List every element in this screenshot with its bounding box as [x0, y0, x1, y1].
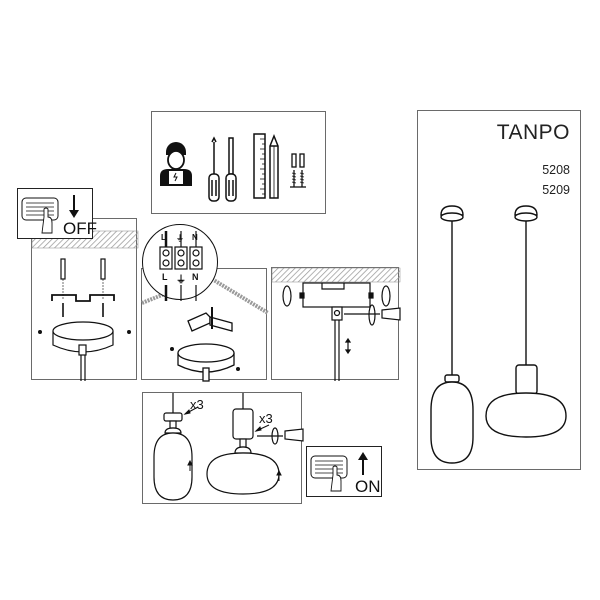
ruler-icon — [253, 133, 266, 199]
product-code-2: 5209 — [542, 183, 570, 197]
flathead-screwdriver-icon — [208, 136, 220, 202]
breaker-panel-icon — [21, 197, 59, 234]
pendant-lamps-illustration — [430, 205, 567, 464]
shade-fitting-illustration — [153, 393, 304, 501]
screw-icon — [290, 170, 306, 188]
terminal-label-n: N — [192, 272, 199, 282]
on-label: ON — [355, 477, 381, 496]
arrow-down-icon — [69, 195, 79, 218]
tools-panel — [151, 111, 326, 214]
breaker-panel-icon — [310, 455, 348, 492]
terminal-label-earth: ⏚ — [176, 275, 186, 286]
multiplier-right: x3 — [259, 411, 273, 426]
power-on-panel: ON — [306, 446, 382, 497]
wiring-illustration — [141, 277, 270, 382]
multiplier-left: x3 — [190, 397, 204, 412]
terminal-label-n-top: N — [192, 233, 198, 242]
electrician-icon — [160, 142, 192, 186]
hand-icon — [330, 465, 342, 492]
wall-plug-icon — [291, 153, 305, 168]
terminal-block-zoom: L ⏚ N L ⏚ N — [142, 224, 218, 301]
product-code-1: 5208 — [542, 163, 570, 177]
arrow-up-icon — [358, 452, 368, 475]
step-1-panel — [31, 218, 139, 381]
mount-bracket-illustration — [31, 230, 139, 381]
canopy-fixing-illustration — [271, 267, 401, 381]
ceiling-hatch — [271, 267, 401, 283]
terminal-label-l-top: L — [161, 233, 166, 242]
product-name: TANPO — [496, 121, 570, 144]
product-panel: TANPO 5208 5209 — [417, 110, 581, 470]
phillips-screwdriver-icon — [225, 137, 237, 202]
pendant-lamp-5208-icon — [430, 205, 474, 464]
step-4-panel: x3 x3 — [142, 392, 304, 504]
tools-illustration — [160, 133, 306, 202]
terminal-label-earth-top: ⏚ — [176, 234, 184, 243]
pendant-lamp-5209-icon — [485, 205, 567, 438]
off-label: OFF — [63, 219, 97, 238]
pencil-icon — [269, 133, 279, 199]
step-3-panel — [271, 267, 401, 381]
terminal-block-icon — [159, 231, 203, 301]
terminal-label-l: L — [162, 272, 168, 282]
hand-icon — [41, 207, 53, 234]
power-off-panel: OFF — [17, 188, 97, 239]
